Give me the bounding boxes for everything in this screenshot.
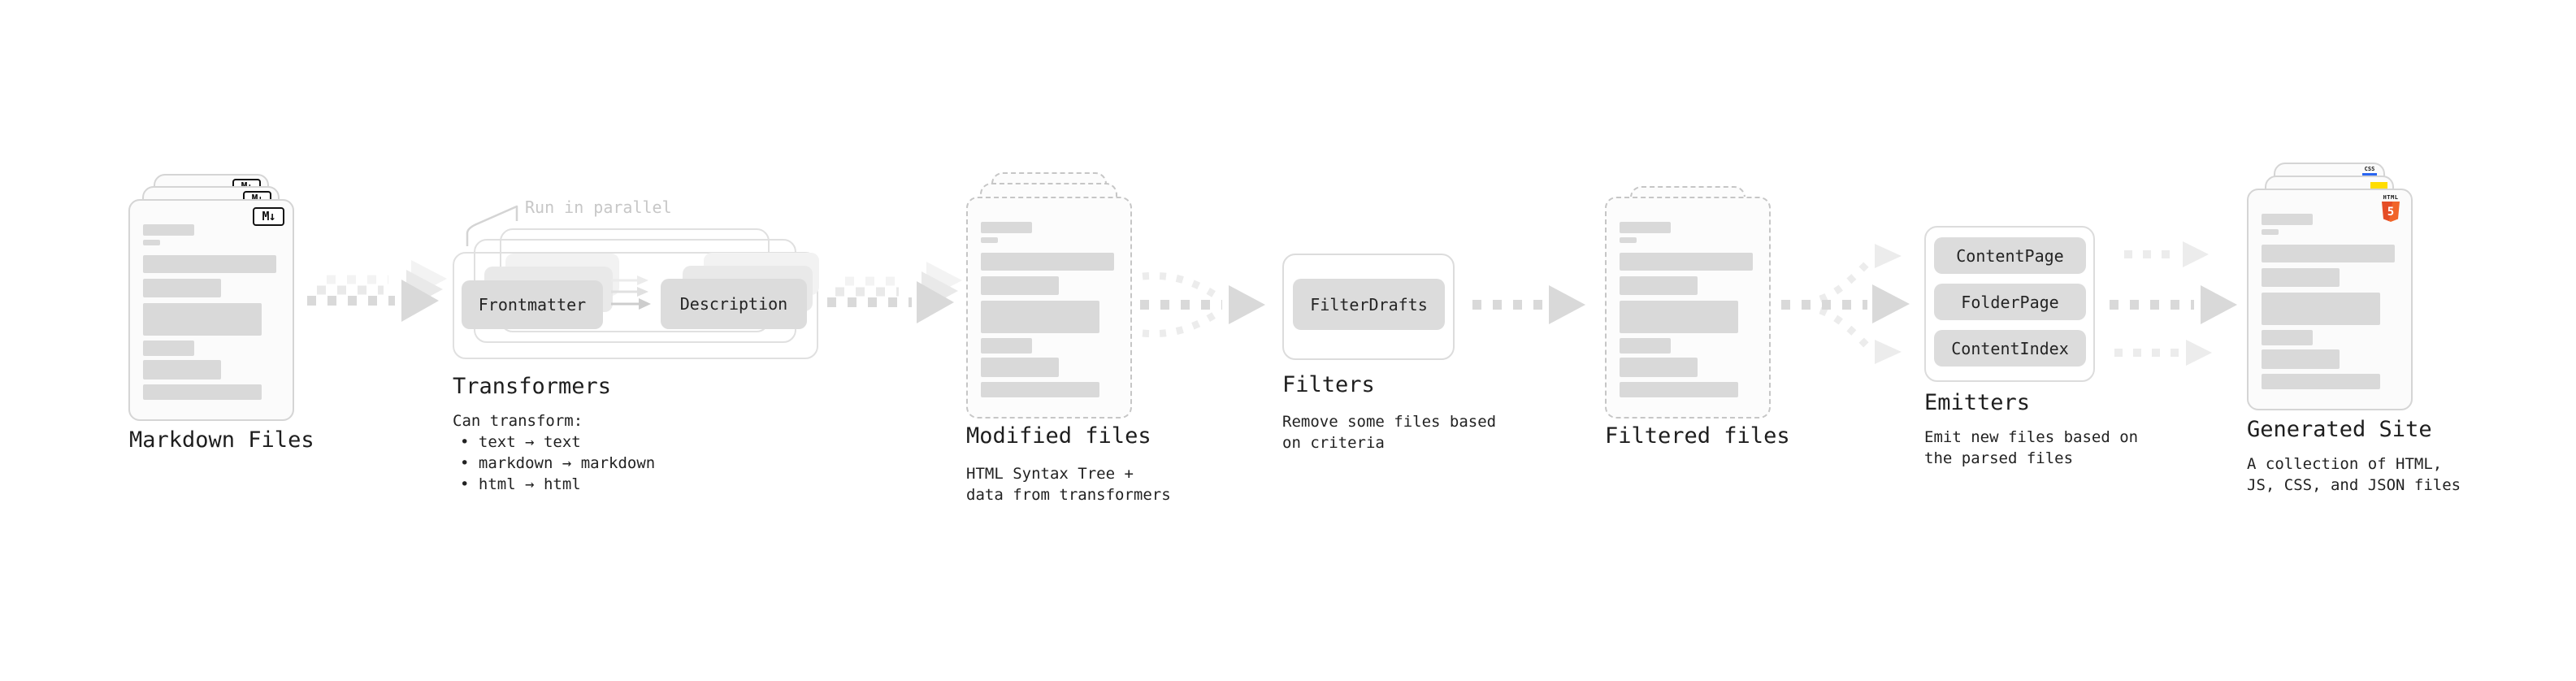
doc-text-bar	[1620, 276, 1698, 295]
doc-text-bar	[143, 360, 221, 380]
doc-text-bar	[2262, 293, 2380, 325]
emitters-sub: Emit new files based on the parsed files	[1924, 428, 2139, 467]
doc-text-bar	[2262, 330, 2313, 345]
doc-text-bar	[1620, 253, 1753, 271]
doc-text-bar	[981, 253, 1114, 271]
emitter-box-folderpage: FolderPage	[1934, 284, 2086, 320]
filters-sub: Remove some files based on criteria	[1282, 413, 1497, 452]
generated-site-label: Generated Site	[2247, 417, 2432, 442]
transformers-label: Transformers	[453, 374, 612, 399]
doc-text-bar	[2262, 268, 2340, 287]
markdown-doc-front: M↓	[128, 199, 294, 421]
filter-box-filterdrafts: FilterDrafts	[1293, 279, 1445, 330]
doc-text-bar	[981, 276, 1059, 295]
html5-file-icon: HTML 5	[2380, 194, 2401, 222]
doc-text-bar	[981, 338, 1032, 354]
doc-text-bar	[1620, 358, 1698, 377]
doc-text-bar	[143, 303, 262, 336]
filters-label: Filters	[1282, 372, 1375, 397]
markdown-files-label: Markdown Files	[129, 427, 314, 453]
doc-text-bars	[981, 198, 1130, 417]
doc-text-bar	[1620, 222, 1671, 233]
doc-text-bar	[1620, 301, 1738, 333]
doc-text-bar	[143, 279, 221, 297]
doc-text-bar	[2262, 214, 2313, 225]
doc-text-bar	[143, 340, 194, 356]
css-file-icon: CSS	[2362, 167, 2377, 176]
transformer-frame-front	[453, 252, 818, 359]
doc-text-bar	[981, 358, 1059, 377]
doc-text-bar	[143, 384, 262, 400]
run-in-parallel-note: Run in parallel	[525, 197, 672, 217]
doc-text-bar	[143, 224, 194, 236]
modified-files-label: Modified files	[966, 423, 1151, 449]
doc-text-bar	[2262, 349, 2340, 369]
modified-doc-front	[966, 197, 1132, 419]
doc-text-bar	[981, 237, 998, 243]
transformers-desc: Can transform:	[453, 412, 583, 430]
doc-text-bars	[143, 201, 293, 419]
bullet-text-to-text: • text → text	[460, 433, 581, 451]
filters-frame	[1282, 254, 1455, 360]
generated-site-sub: A collection of HTML, JS, CSS, and JSON …	[2247, 455, 2461, 494]
doc-text-bar	[1620, 382, 1738, 397]
doc-text-bar	[981, 301, 1099, 333]
generated-doc-front: HTML 5	[2247, 189, 2413, 410]
doc-text-bar	[143, 255, 276, 273]
bullet-html-to-html: • html → html	[460, 475, 581, 493]
filtered-files-label: Filtered files	[1605, 423, 1790, 449]
arrow-filtered-to-emitters	[1781, 244, 1910, 364]
emitters-frame	[1924, 226, 2095, 382]
arrow-emitters-to-generated	[2110, 241, 2237, 366]
emitters-label: Emitters	[1924, 390, 2031, 415]
arrow-markdown-to-transformers	[307, 260, 447, 322]
doc-text-bar	[1620, 338, 1671, 354]
doc-text-bar	[981, 382, 1099, 397]
bullet-markdown-to-markdown: • markdown → markdown	[460, 454, 656, 472]
html5-shield: 5	[2382, 202, 2400, 222]
arrow-modified-to-filters	[1140, 271, 1265, 338]
css-underline	[2362, 173, 2377, 176]
js-file-icon	[2370, 182, 2387, 191]
filtered-doc-front	[1605, 197, 1771, 419]
modified-files-sub: HTML Syntax Tree + data from transformer…	[966, 465, 1171, 504]
emitter-box-contentpage: ContentPage	[1934, 237, 2086, 274]
arrow-transformers-to-modified	[827, 262, 962, 323]
markdown-icon: M↓	[253, 207, 284, 226]
transformers-bullet-list: • text → text • markdown → markdown • ht…	[460, 432, 655, 495]
doc-text-bars	[2262, 190, 2411, 409]
doc-text-bar	[143, 240, 160, 245]
transformer-box-frontmatter: Frontmatter	[462, 280, 603, 329]
doc-text-bar	[2262, 229, 2279, 235]
doc-text-bar	[1620, 237, 1637, 243]
doc-text-bar	[981, 222, 1032, 233]
doc-text-bar	[2262, 374, 2380, 389]
doc-text-bars	[1620, 198, 1769, 417]
doc-text-bar	[2262, 245, 2395, 262]
emitter-box-contentindex: ContentIndex	[1934, 330, 2086, 367]
transformer-box-description: Description	[661, 279, 807, 329]
arrow-filters-to-filtered	[1472, 285, 1585, 324]
